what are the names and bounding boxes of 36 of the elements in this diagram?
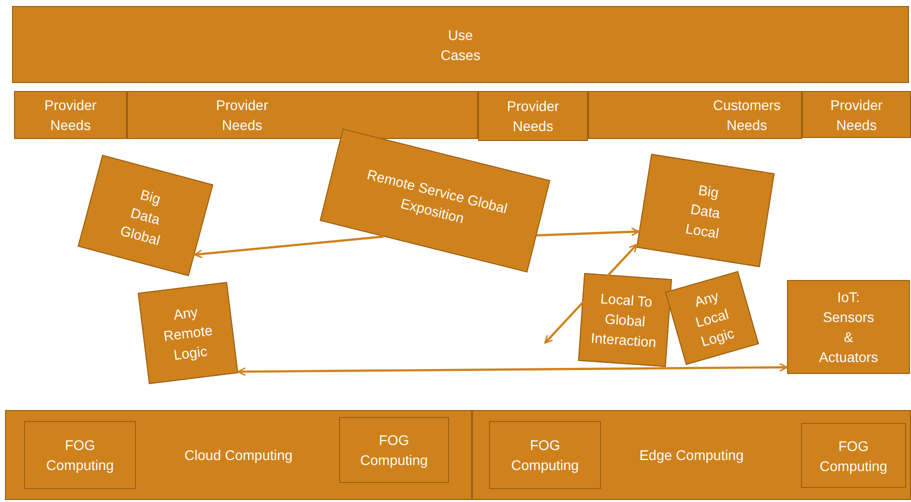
arrow [536, 228, 640, 236]
process-box [489, 421, 601, 489]
process-box [801, 423, 906, 488]
box-label: FOG Computing [45, 436, 115, 475]
band-label: Edge Computing [639, 446, 744, 465]
process-box [12, 6, 909, 83]
box-label: Any Remote Logic [162, 302, 214, 365]
box-label: Provider Needs [830, 96, 883, 134]
box-label: Provider Needs [506, 97, 560, 136]
arrow [237, 363, 788, 376]
box-label: FOG Computing [359, 431, 429, 470]
process-box [339, 417, 449, 483]
process-box [478, 91, 588, 141]
process-box [24, 421, 136, 489]
process-box [127, 91, 478, 139]
process-box [588, 91, 802, 139]
box-label: Big Data Local [684, 180, 722, 243]
box-label: Customers Needs [713, 96, 781, 135]
box-label: Use Cases [440, 26, 480, 64]
box-label: Big Data Global [118, 184, 164, 250]
box-label: Local To Global Interaction [589, 289, 658, 352]
arrow [544, 244, 638, 344]
box-label: IoT: Sensors & Actuators [818, 288, 878, 367]
category-band [5, 410, 472, 500]
band-label: Cloud Computing [184, 446, 293, 465]
process-box [787, 280, 910, 374]
box-label: Provider Needs [216, 96, 268, 135]
box-label: FOG Computing [510, 436, 580, 475]
category-band [472, 410, 911, 500]
arrow [194, 236, 384, 258]
box-label: FOG Computing [818, 436, 888, 476]
box-label: Any Local Logic [692, 286, 736, 352]
process-box [802, 91, 911, 138]
process-box [14, 91, 127, 139]
box-label: Provider Needs [44, 96, 97, 135]
process-box [578, 273, 672, 367]
